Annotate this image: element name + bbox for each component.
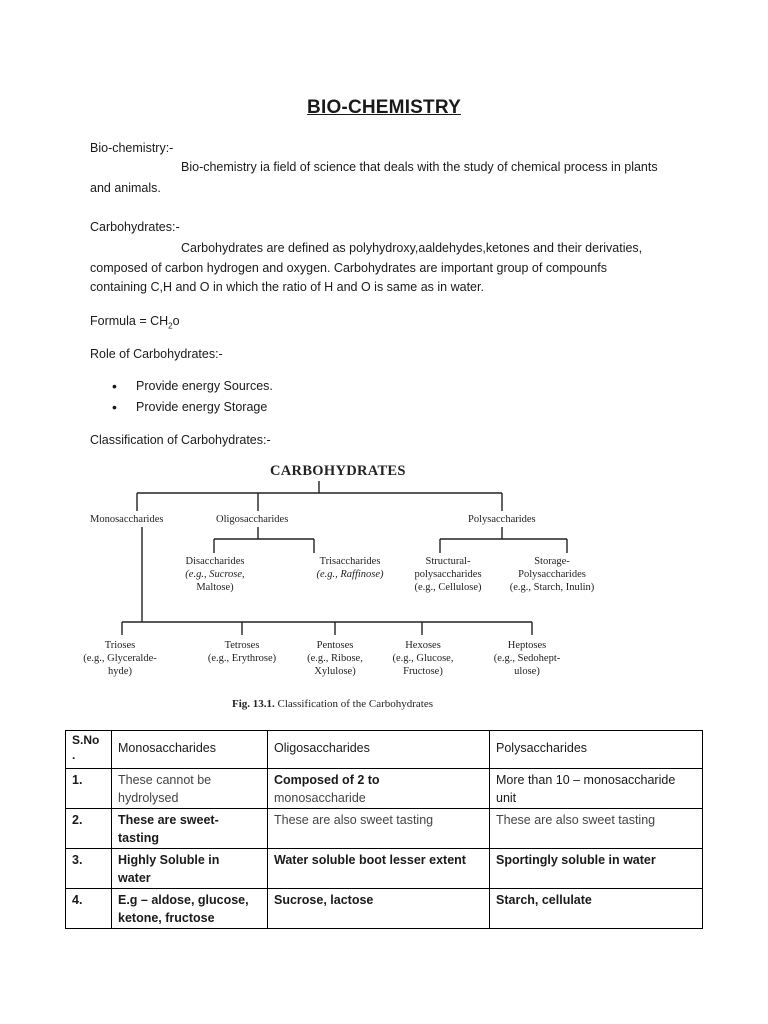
header-cell-oligo: Oligosaccharides xyxy=(267,730,490,769)
node-pentoses-eg2: Xylulose) xyxy=(314,666,356,677)
table-cell: More than 10 – monosaccharide unit xyxy=(489,768,703,809)
node-heptoses-label: Heptoses xyxy=(507,640,547,651)
node-structural-label: Structural- xyxy=(425,556,471,567)
node-storage-label: Storage- xyxy=(534,556,570,567)
table-cell: Composed of 2 to monosaccharide xyxy=(267,768,490,809)
figure-caption-text: Classification of the Carbohydrates xyxy=(277,698,434,710)
node-polysaccharides: Polysaccharides xyxy=(468,514,536,525)
table-cell: These are also sweet tasting xyxy=(267,808,490,849)
table-row: 4. E.g – aldose, glucose, ketone, fructo… xyxy=(65,888,703,929)
node-disaccharides: Disaccharides (e.g., Sucrose, Maltose) xyxy=(174,555,256,594)
formula-prefix: Formula = CH xyxy=(90,314,169,328)
formula-suffix: o xyxy=(172,314,180,328)
node-oligosaccharides: Oligosaccharides xyxy=(216,514,289,525)
figure-root-label: CARBOHYDRATES xyxy=(270,463,406,479)
node-structural-label2: polysaccharides xyxy=(414,569,482,580)
table-cell: Starch, cellulate xyxy=(489,888,703,929)
node-monosaccharides: Monosaccharides xyxy=(90,514,164,525)
node-trisaccharides-eg: (e.g., Raffinose) xyxy=(316,569,384,580)
figure-caption: Fig. 13.1. Classification of the Carbohy… xyxy=(232,698,433,710)
table-cell: E.g – aldose, glucose, ketone, fructose xyxy=(111,888,268,929)
node-trioses-eg: (e.g., Glyceralde- xyxy=(83,653,157,664)
node-disaccharides-label: Disaccharides xyxy=(185,556,245,567)
header-oligo-text: Oligosaccharides xyxy=(274,741,370,755)
figure-caption-number: Fig. 13.1. xyxy=(232,698,275,710)
carbs-text-line3: containing C,H and O in which the ratio … xyxy=(90,280,484,294)
biochem-text-line2: and animals. xyxy=(90,181,161,195)
node-heptoses: Heptoses (e.g., Sedohept- ulose) xyxy=(482,639,572,678)
node-hexoses-label: Hexoses xyxy=(405,640,441,651)
node-storage: Storage- Polysaccharides (e.g., Starch, … xyxy=(502,555,602,594)
table-cell: These are sweet- tasting xyxy=(111,808,268,849)
node-tetroses-eg: (e.g., Erythrose) xyxy=(207,653,277,664)
cell-text: Composed of 2 to xyxy=(274,773,380,787)
role-list: Provide energy Sources. Provide energy S… xyxy=(112,376,273,418)
table-row: 3. Highly Soluble in water Water soluble… xyxy=(65,848,703,889)
table-cell: Sucrose, lactose xyxy=(267,888,490,929)
table-row: 2. These are sweet- tasting These are al… xyxy=(65,808,703,849)
table-header-row: S.No . Monosaccharides Oligosaccharides … xyxy=(65,730,703,769)
formula: Formula = CH2o xyxy=(90,311,180,337)
comparison-table: S.No . Monosaccharides Oligosaccharides … xyxy=(65,730,703,929)
node-disaccharides-eg: (e.g., Sucrose, xyxy=(174,568,256,581)
node-disaccharides-eg-text: (e.g., Sucrose, xyxy=(185,569,245,580)
node-heptoses-eg: (e.g., Sedohept- xyxy=(493,653,561,664)
list-item: Provide energy Storage xyxy=(112,397,273,418)
node-tetroses: Tetroses (e.g., Erythrose) xyxy=(192,639,292,665)
page-title: BIO-CHEMISTRY xyxy=(307,97,461,118)
header-mono-text: Monosaccharides xyxy=(118,741,216,755)
node-hexoses: Hexoses (e.g., Glucose, Fructose) xyxy=(380,639,466,678)
classification-heading: Classification of Carbohydrates:- xyxy=(90,433,271,447)
node-hexoses-eg: (e.g., Glucose, xyxy=(392,653,454,664)
node-disaccharides-eg2: Maltose) xyxy=(196,582,234,593)
table-cell: These are also sweet tasting xyxy=(489,808,703,849)
table-cell: Water soluble boot lesser extent xyxy=(267,848,490,889)
table-cell: 3. xyxy=(65,848,112,889)
header-cell-poly: Polysaccharides xyxy=(489,730,703,769)
node-heptoses-eg2: ulose) xyxy=(514,666,540,677)
header-cell-mono: Monosaccharides xyxy=(111,730,268,769)
node-pentoses: Pentoses (e.g., Ribose, Xylulose) xyxy=(292,639,378,678)
cell-text-2: monosaccharide xyxy=(274,791,366,805)
node-structural-eg: (e.g., Cellulose) xyxy=(414,582,482,593)
node-pentoses-label: Pentoses xyxy=(316,640,354,651)
node-tetroses-label: Tetroses xyxy=(224,640,260,651)
table-cell: Highly Soluble in water xyxy=(111,848,268,889)
node-pentoses-eg: (e.g., Ribose, xyxy=(307,653,363,664)
tree-lines xyxy=(121,481,568,635)
formula-subscript: 2 xyxy=(168,321,173,331)
role-heading: Role of Carbohydrates:- xyxy=(90,347,223,361)
table-cell: 2. xyxy=(65,808,112,849)
table-cell: These cannot be hydrolysed xyxy=(111,768,268,809)
carbs-text-line2: composed of carbon hydrogen and oxygen. … xyxy=(90,261,607,275)
header-poly-text: Polysaccharides xyxy=(496,741,588,755)
carbs-heading: Carbohydrates:- xyxy=(90,220,180,234)
biochem-text-line1: Bio-chemistry ia field of science that d… xyxy=(181,160,658,174)
node-trioses: Trioses (e.g., Glyceralde- hyde) xyxy=(70,639,170,678)
node-hexoses-eg2: Fructose) xyxy=(403,666,443,677)
node-storage-eg: (e.g., Starch, Inulin) xyxy=(509,582,595,593)
biochem-heading: Bio-chemistry:- xyxy=(90,141,174,155)
node-trisaccharides-label: Trisaccharides xyxy=(319,556,381,567)
header-cell-sno: S.No . xyxy=(65,730,112,769)
table-cell: 4. xyxy=(65,888,112,929)
node-trisaccharides: Trisaccharides (e.g., Raffinose) xyxy=(306,555,394,581)
carbs-text-line1: Carbohydrates are defined as polyhydroxy… xyxy=(181,241,643,255)
classification-figure: CARBOHYDRATES Monosaccharides Oligosacch… xyxy=(82,455,594,723)
header-sno-text: S.No . xyxy=(72,733,100,762)
list-item: Provide energy Sources. xyxy=(112,376,273,397)
node-storage-label2: Polysaccharides xyxy=(518,569,586,580)
table-cell: Sportingly soluble in water xyxy=(489,848,703,889)
table-cell: 1. xyxy=(65,768,112,809)
node-trioses-eg2: hyde) xyxy=(108,666,132,677)
node-structural: Structural- polysaccharides (e.g., Cellu… xyxy=(400,555,496,594)
table-row: 1. These cannot be hydrolysed Composed o… xyxy=(65,768,703,809)
node-trioses-label: Trioses xyxy=(104,640,136,651)
